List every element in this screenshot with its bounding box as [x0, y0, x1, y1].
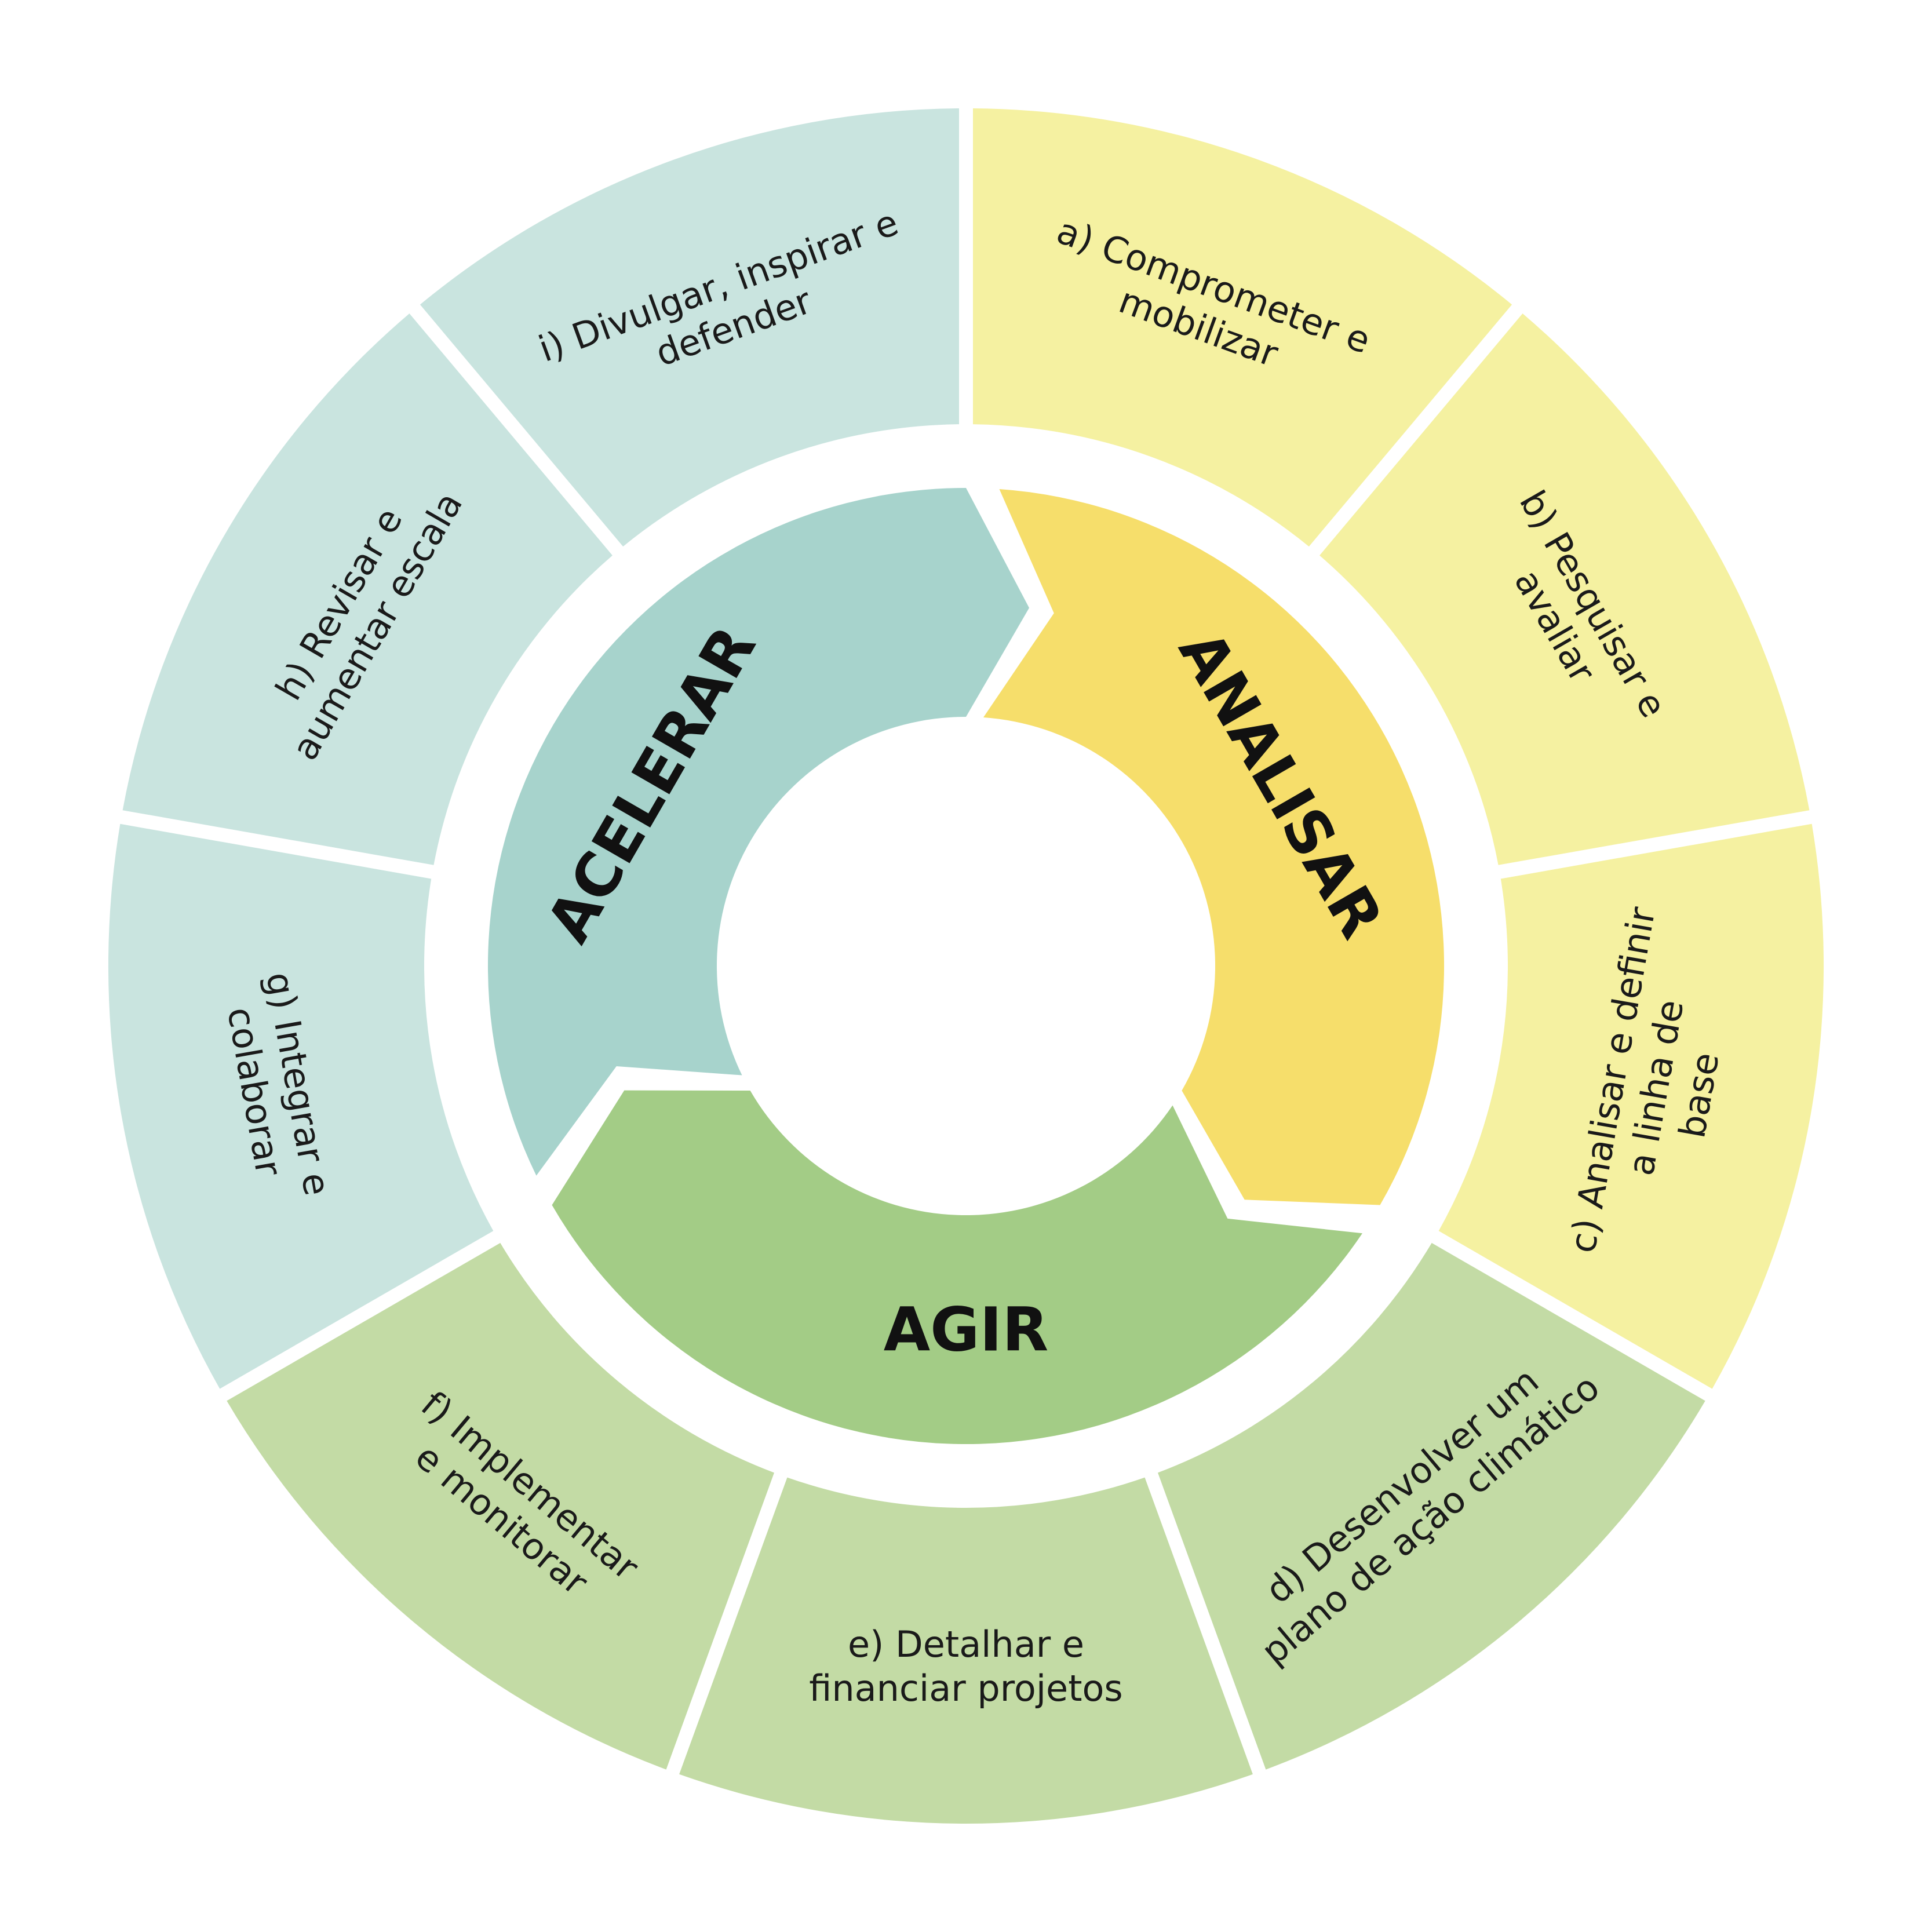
phase-arrow-acelerar[interactable]	[487, 487, 1029, 1176]
outer-segment-h[interactable]	[122, 314, 613, 865]
outer-segment-d[interactable]	[1158, 1242, 1705, 1770]
inner-ring	[487, 487, 1445, 1445]
outer-segment-c[interactable]	[1438, 823, 1824, 1389]
outer-segment-g[interactable]	[108, 823, 494, 1389]
outer-segment-a[interactable]	[973, 108, 1512, 547]
phase-arrow-agir[interactable]	[552, 1090, 1363, 1445]
phase-arrow-analisar[interactable]	[983, 489, 1445, 1205]
outer-segment-f[interactable]	[227, 1242, 774, 1770]
phase-label-agir: AGIR	[884, 1295, 1049, 1365]
outer-segment-e[interactable]	[679, 1477, 1253, 1824]
outer-segment-b[interactable]	[1319, 314, 1810, 865]
outer-segment-i[interactable]	[420, 108, 959, 547]
outer-ring	[108, 108, 1824, 1824]
